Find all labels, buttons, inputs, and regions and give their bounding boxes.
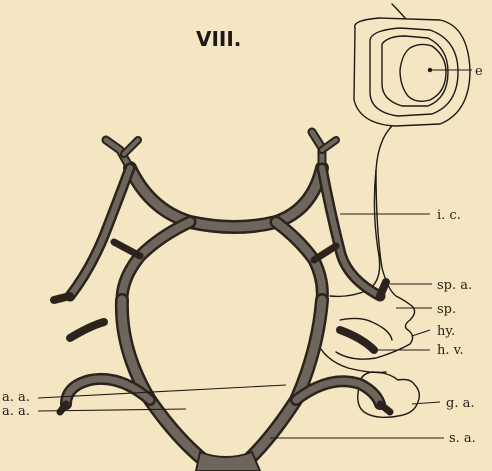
figure-title: VIII. bbox=[196, 27, 241, 51]
label-spa: sp. a. bbox=[437, 278, 472, 293]
label-e: e bbox=[475, 64, 483, 79]
label-hv: h. v. bbox=[437, 343, 464, 358]
label-aa-upper: a. a. bbox=[2, 390, 30, 405]
eye bbox=[354, 4, 470, 126]
label-ic: i. c. bbox=[437, 208, 461, 223]
label-ga: g. a. bbox=[446, 396, 474, 411]
body-outline bbox=[316, 126, 419, 417]
vessels bbox=[54, 132, 390, 471]
label-sp: sp. bbox=[437, 302, 456, 317]
label-aa-lower: a. a. bbox=[2, 404, 30, 419]
label-hy: hy. bbox=[437, 324, 455, 339]
label-sa: s. a. bbox=[449, 431, 476, 446]
